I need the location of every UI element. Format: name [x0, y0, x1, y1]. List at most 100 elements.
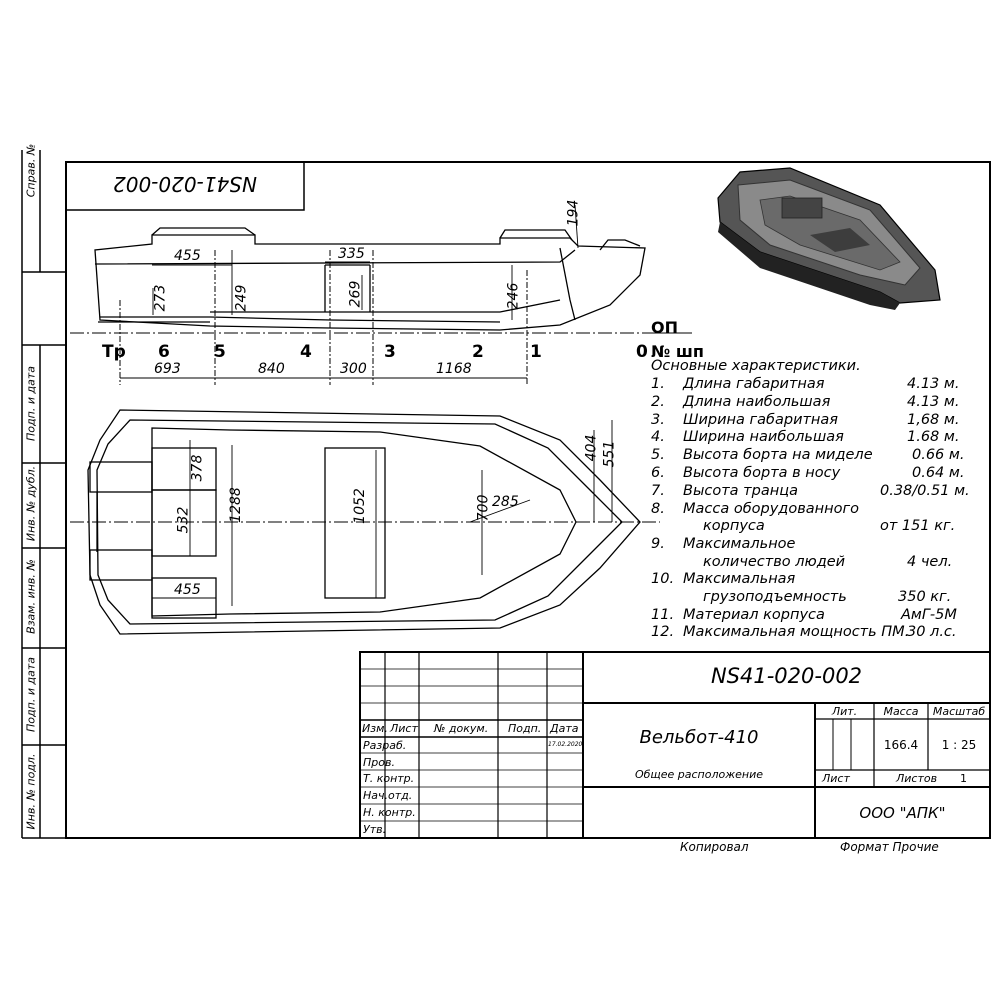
lit-label: Лит. — [831, 705, 858, 718]
station-6: 6 — [158, 342, 170, 362]
dim-551: 551 — [601, 440, 618, 468]
spec-num-4: 4. — [651, 429, 665, 445]
row-n-kontr: Н. контр. — [363, 806, 416, 819]
station-0: 0 — [636, 342, 648, 362]
mass-value: 166.4 — [883, 738, 919, 752]
drawing-subtitle: Общее расположение — [634, 768, 764, 781]
row-t-kontr: Т. контр. — [363, 772, 415, 785]
spec-value-8: от 151 кг. — [880, 518, 956, 534]
dim-1168: 1168 — [436, 361, 472, 377]
spec-title: Основные характеристики. — [651, 358, 861, 374]
dim-249: 249 — [233, 284, 250, 312]
profile-view — [94, 227, 646, 331]
dim-455-plan: 455 — [174, 582, 201, 598]
station-1: 1 — [530, 342, 542, 362]
dim-532: 532 — [175, 506, 192, 534]
dim-693: 693 — [154, 361, 181, 377]
side-label-ref: Справ. № — [24, 143, 38, 198]
scale-label: Масштаб — [932, 705, 986, 718]
date-value: 17.02.2020 — [548, 741, 583, 748]
dim-700: 700 — [475, 494, 492, 522]
spec-label2-8: корпуса — [703, 518, 765, 534]
dim-404: 404 — [583, 434, 600, 462]
company-name: ООО "АПК" — [859, 804, 946, 822]
spec-value-11: АмГ-5М — [901, 607, 957, 623]
spec-label-3: Ширина габаритная — [683, 412, 839, 428]
format-label: Формат Прочие — [840, 840, 939, 854]
sheet-label: Лист — [822, 772, 850, 785]
row-utv: Утв. — [363, 823, 387, 836]
spec-num-3: 3. — [651, 412, 665, 428]
dim-1288: 1288 — [227, 487, 244, 523]
col-date: Дата — [550, 722, 579, 735]
doc-number: NS41-020-002 — [710, 664, 863, 688]
col-list: Лист — [390, 722, 418, 735]
spec-label-6: Высота борта в носу — [683, 465, 841, 481]
spec-label-5: Высота борта на миделе — [683, 447, 873, 463]
station-4: 4 — [300, 342, 312, 362]
spec-num-2: 2. — [651, 394, 665, 410]
spec-label-12: Максимальная мощность ПМ. — [683, 624, 910, 640]
drawing-number-rotated: NS41-020-002 — [113, 172, 257, 196]
spec-num-11: 11. — [651, 607, 675, 623]
spec-value-6: 0.64 м. — [912, 465, 965, 481]
dim-300: 300 — [340, 361, 367, 377]
col-izm: Изм. — [362, 722, 388, 735]
spec-label-8: Масса оборудованного — [683, 501, 859, 517]
spec-label-7: Высота транца — [683, 483, 798, 499]
row-prov: Пров. — [363, 756, 395, 769]
spec-label-4: Ширина наибольшая — [683, 429, 844, 445]
row-nach-otd: Нач.отд. — [363, 789, 413, 802]
spec-label-2: Длина наибольшая — [683, 394, 831, 410]
spec-value-2: 4.13 м. — [907, 394, 960, 410]
spec-num-1: 1. — [651, 376, 665, 392]
title-block-grid — [359, 651, 991, 839]
spec-num-12: 12. — [651, 624, 675, 640]
spec-label-11: Материал корпуса — [683, 607, 825, 623]
spec-value-7: 0.38/0.51 м. — [880, 483, 970, 499]
dim-840: 840 — [258, 361, 285, 377]
dim-455-profile: 455 — [174, 248, 201, 264]
scale-value: 1 : 25 — [941, 738, 977, 752]
sheets-value: 1 — [960, 772, 967, 785]
dim-335: 335 — [338, 246, 365, 262]
spec-value-5: 0.66 м. — [912, 447, 965, 463]
spec-num-7: 7. — [651, 483, 665, 499]
spec-num-5: 5. — [651, 447, 665, 463]
station-5: 5 — [214, 342, 226, 362]
waterline-label: ОП — [651, 318, 678, 337]
spec-value-12: 30 л.с. — [907, 624, 957, 640]
spec-label-10: Максимальная — [683, 571, 796, 587]
station-tr: Тр — [102, 342, 126, 362]
dim-273: 273 — [152, 284, 169, 312]
dim-269: 269 — [347, 280, 364, 308]
spec-label-9: Максимальное — [683, 536, 796, 552]
dim-246: 246 — [505, 282, 522, 310]
spec-label2-9: количество людей — [703, 554, 846, 570]
dim-378: 378 — [189, 454, 206, 482]
spec-num-10: 10. — [651, 571, 675, 587]
dim-1052: 1052 — [351, 488, 368, 524]
spec-value-4: 1.68 м. — [907, 429, 960, 445]
col-podp: Подп. — [508, 722, 542, 735]
row-razrab: Разраб. — [363, 739, 407, 752]
sheets-label: Листов — [896, 772, 938, 785]
product-name: Вельбот-410 — [639, 727, 759, 748]
mass-label: Масса — [883, 705, 919, 718]
station-2: 2 — [472, 342, 484, 362]
dim-285: 285 — [492, 494, 519, 510]
side-label-orig-inv: Инв. № подл. — [24, 753, 38, 830]
spec-value-1: 4.13 м. — [907, 376, 960, 392]
spec-label-1: Длина габаритная — [683, 376, 825, 392]
spec-value-10: 350 кг. — [898, 589, 952, 605]
col-doc: № докум. — [434, 722, 489, 735]
spec-num-8: 8. — [651, 501, 665, 517]
spec-num-9: 9. — [651, 536, 665, 552]
copied-label: Копировал — [680, 840, 749, 854]
station-3: 3 — [384, 342, 396, 362]
spec-num-6: 6. — [651, 465, 665, 481]
dim-194: 194 — [565, 199, 582, 227]
spec-value-3: 1,68 м. — [907, 412, 960, 428]
plan-view — [87, 409, 641, 635]
